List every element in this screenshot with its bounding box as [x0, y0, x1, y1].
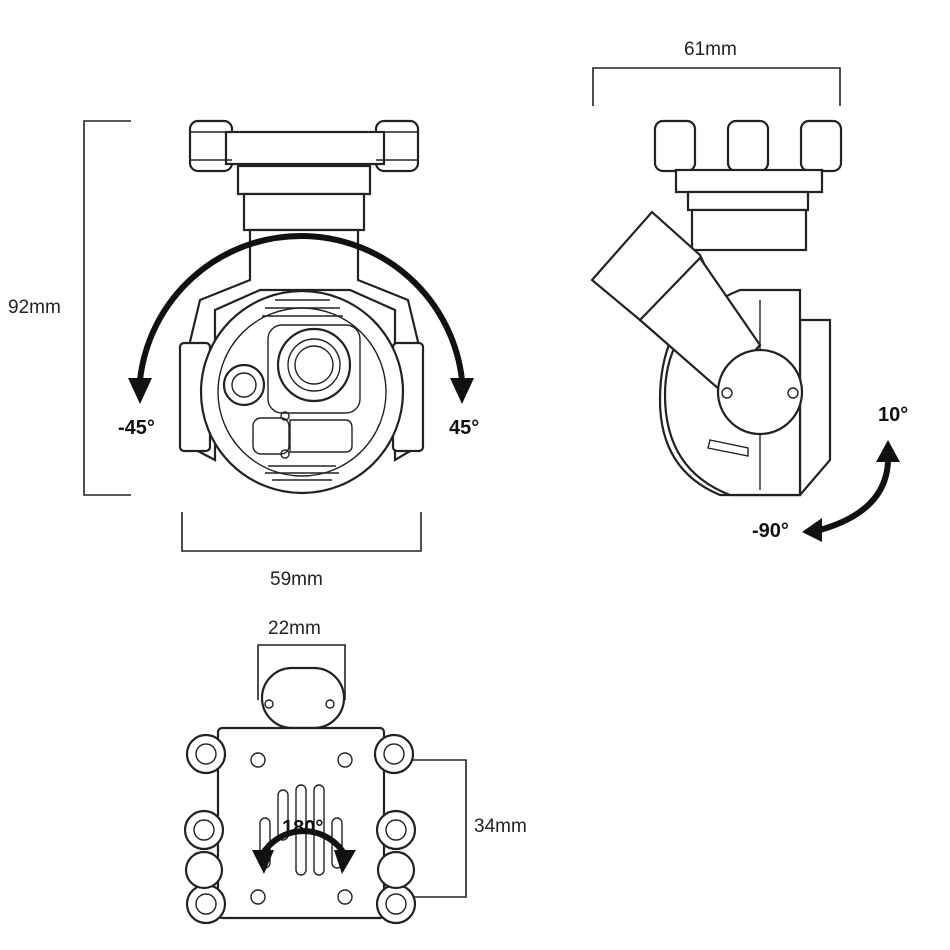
- front-width-dimension-line: [181, 512, 422, 552]
- side-view: 61mm 10° -90°: [590, 39, 908, 542]
- yaw-left-angle-label: -45°: [118, 417, 155, 439]
- front-mount-plate: [188, 119, 420, 173]
- bottom-view: 22mm 34mm: [183, 618, 527, 925]
- yaw-arc-arrow: [137, 233, 465, 381]
- rotation-arc-arrow: [259, 828, 348, 857]
- yaw-right-angle-label: 45°: [449, 417, 479, 439]
- front-width-label: 59mm: [270, 569, 323, 590]
- pitch-down-angle-label: -90°: [752, 520, 789, 542]
- rotation-angle-label: 180°: [282, 817, 323, 839]
- front-view: 92mm 59mm: [8, 119, 479, 590]
- bottom-width-label: 22mm: [268, 618, 321, 639]
- front-main-lens: [276, 327, 352, 403]
- front-height-dimension-line: [83, 120, 131, 496]
- front-yoke: [186, 228, 422, 462]
- bottom-height-label: 34mm: [474, 816, 527, 837]
- front-small-lens: [222, 363, 266, 407]
- front-yaw-motor: [236, 164, 372, 196]
- pitch-up-angle-label: 10°: [878, 404, 908, 426]
- side-mount-plate: [653, 119, 843, 212]
- side-width-label: 61mm: [684, 39, 737, 60]
- side-pitch-motor: [716, 348, 804, 436]
- bottom-width-dimension-line: [257, 644, 346, 700]
- front-height-label: 92mm: [8, 297, 61, 318]
- side-width-dimension-line: [592, 67, 841, 106]
- pitch-arc-arrow: [819, 454, 892, 533]
